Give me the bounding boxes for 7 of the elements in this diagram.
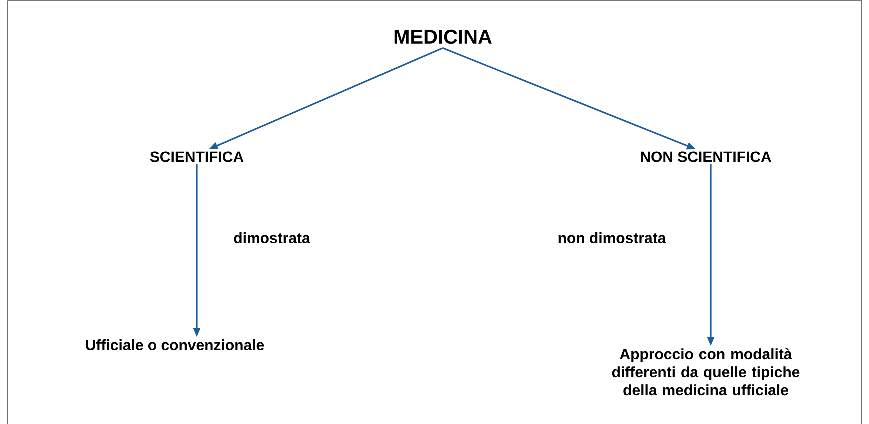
edge-label: dimostrata: [234, 232, 310, 244]
node-text: Approccio con modalità differenti da quelle tipiche della medicina ufficiale: [612, 348, 800, 396]
node-text: NON SCIENTIFICA: [641, 152, 772, 162]
edge-label: non dimostrata: [558, 232, 666, 244]
node-text: SCIENTIFICA: [150, 152, 244, 162]
node-text: Ufficiale o convenzionale: [86, 340, 264, 350]
title-text: MEDICINA: [394, 30, 492, 44]
